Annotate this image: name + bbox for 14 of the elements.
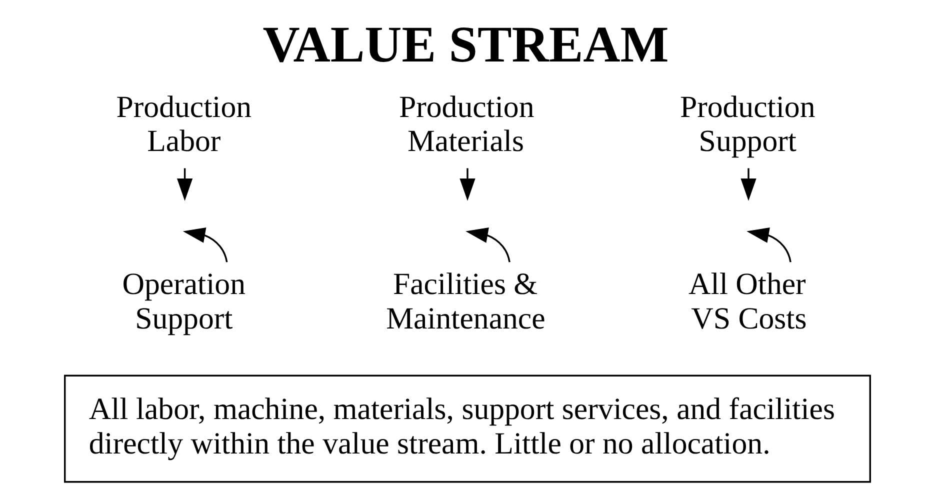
arrow xyxy=(459,168,475,201)
node-text: Production Support xyxy=(679,90,815,158)
node-text: Operation Support xyxy=(122,267,246,336)
node-box: All labor, machine, materials, support services, and facilities directly within the value stream. Little or no allocation. xyxy=(64,374,870,483)
node-text: Production Materials xyxy=(398,90,534,158)
arrow xyxy=(465,227,510,262)
node-text: All Other VS Costs xyxy=(688,267,806,336)
arrow xyxy=(182,227,228,262)
node-text: Production Labor xyxy=(116,90,252,158)
arrow xyxy=(176,168,192,201)
arrow xyxy=(740,168,756,201)
diagram-title: VALUE STREAM xyxy=(262,16,668,74)
node-text: Facilities & Maintenance xyxy=(386,267,545,336)
arrow xyxy=(746,227,791,262)
